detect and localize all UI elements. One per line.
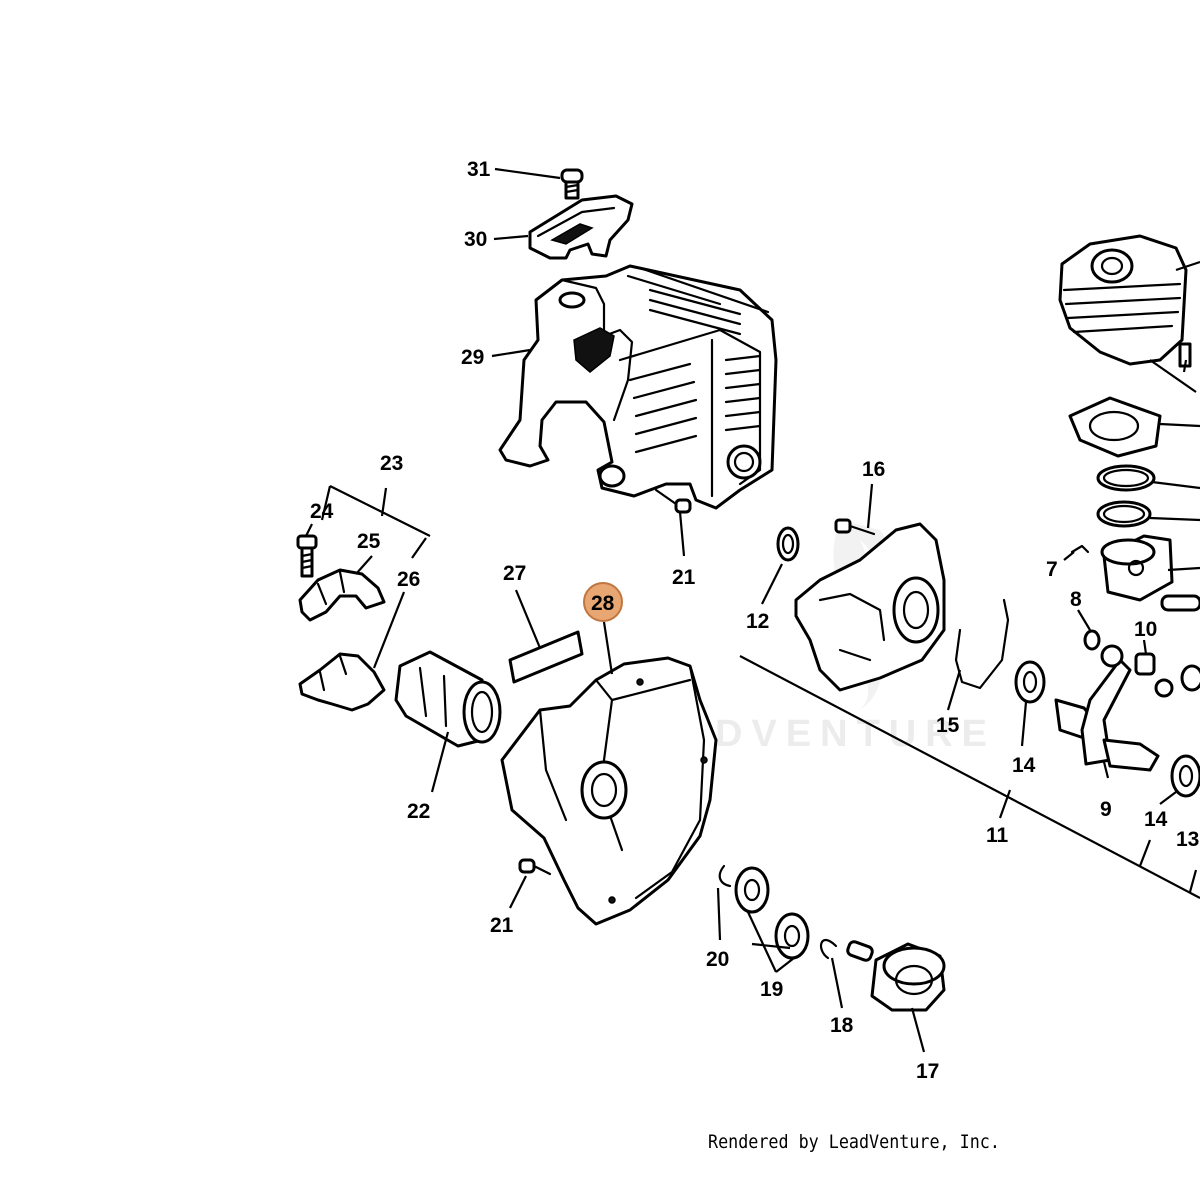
callout-29: 29 — [461, 346, 484, 369]
callout-21-lower: 21 — [490, 914, 514, 937]
part-15-crankcase — [794, 522, 946, 692]
callout-20: 20 — [706, 948, 729, 971]
callout-26: 26 — [397, 568, 420, 591]
callout-9: 9 — [1100, 798, 1112, 821]
part-pin — [1160, 594, 1200, 612]
part-22-tube — [394, 650, 502, 748]
callout-16: 16 — [862, 458, 885, 481]
part-14-bearing-right — [1170, 754, 1200, 798]
callout-17: 17 — [916, 1060, 939, 1083]
part-24-bolt — [296, 534, 318, 578]
callout-14-left: 14 — [1012, 754, 1036, 777]
part-27-label — [508, 630, 584, 684]
part-8-washer — [1083, 629, 1101, 651]
callout-22: 22 — [407, 800, 430, 823]
part-17-clutch-drum — [846, 940, 946, 1012]
part-16-screw — [834, 518, 876, 536]
callout-13: 13 — [1176, 828, 1199, 851]
callout-8: 8 — [1070, 588, 1082, 611]
callout-10: 10 — [1134, 618, 1157, 641]
callout-14-right: 14 — [1144, 808, 1168, 831]
part-9-crankshaft — [1054, 644, 1160, 772]
callout-23: 23 — [380, 452, 403, 475]
callout-21-upper: 21 — [672, 566, 696, 589]
callout-7: 7 — [1046, 558, 1058, 581]
part-ring-small — [1154, 664, 1200, 698]
highlight-marker-28[interactable] — [583, 582, 623, 622]
part-gasket — [1068, 396, 1162, 458]
part-14-bearing-left — [1014, 660, 1046, 704]
part-28-fan-housing — [500, 656, 718, 926]
callout-15: 15 — [936, 714, 960, 737]
part-26-clamp — [298, 652, 386, 712]
callout-24: 24 — [310, 500, 334, 523]
part-21-screw-upper — [654, 488, 692, 514]
part-30-cover — [528, 194, 634, 260]
part-21-screw-lower — [518, 858, 552, 876]
callout-labels: 31 30 29 23 24 25 26 27 28 21 22 21 16 1… — [310, 158, 1199, 1083]
part-19-bearing-b — [774, 912, 810, 960]
part-piston — [1100, 534, 1174, 602]
part-piston-rings — [1096, 464, 1156, 528]
callout-31: 31 — [467, 158, 491, 181]
part-10-cage — [1134, 652, 1156, 676]
callout-28[interactable]: 28 — [591, 592, 615, 615]
leader-lines — [305, 167, 1200, 1053]
callout-11: 11 — [986, 824, 1009, 847]
part-29-shroud — [498, 264, 778, 510]
part-18-snap-ring — [819, 938, 838, 960]
part-cylinder — [1058, 234, 1192, 368]
part-7-circlip — [1070, 544, 1090, 554]
part-12-seal — [776, 526, 800, 562]
callout-12: 12 — [746, 610, 769, 633]
footer-credit: Rendered by LeadVenture, Inc. — [708, 1131, 1000, 1153]
callout-18: 18 — [830, 1014, 854, 1037]
part-20-circlip — [718, 864, 732, 888]
callout-19: 19 — [760, 978, 783, 1001]
part-15-gasket — [954, 598, 1010, 690]
callout-27: 27 — [503, 562, 526, 585]
part-19-bearing-a — [734, 866, 770, 914]
part-25-clamp — [298, 568, 386, 622]
callout-30: 30 — [464, 228, 487, 251]
callout-25: 25 — [357, 530, 381, 553]
part-31-screw — [560, 168, 584, 200]
